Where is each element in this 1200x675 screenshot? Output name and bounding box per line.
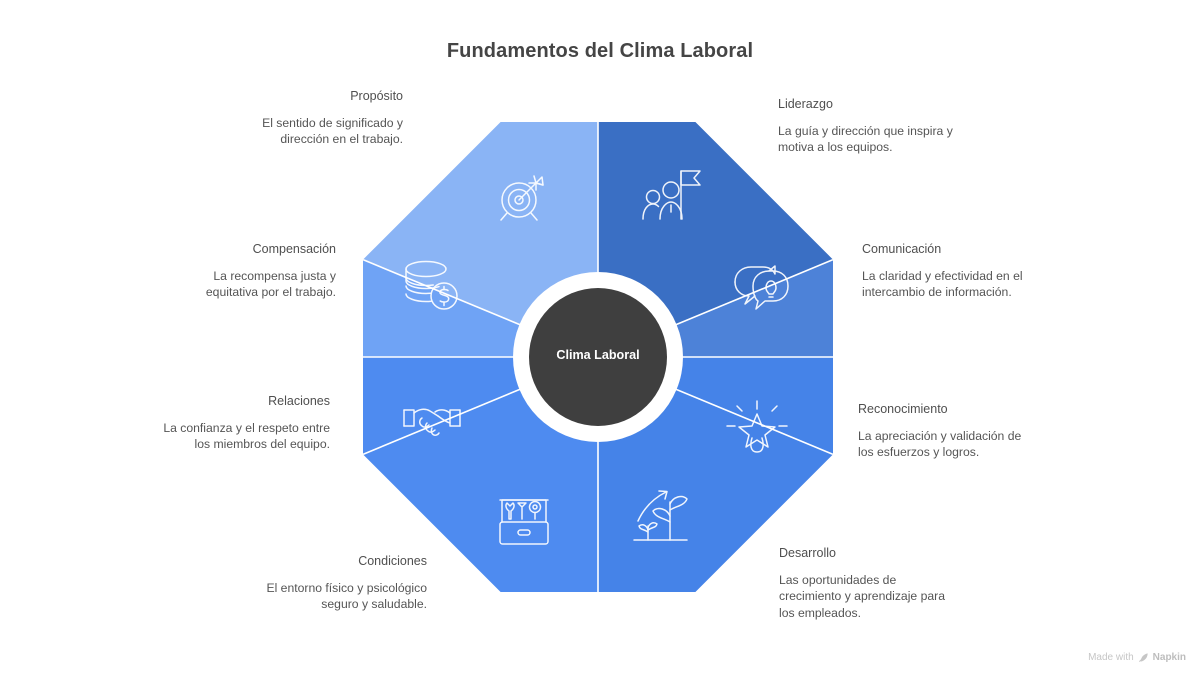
segment-reconocimiento[interactable] <box>598 357 1018 480</box>
segment-compensacion[interactable] <box>178 234 598 357</box>
label-desc-desarrollo: Las oportunidades de crecimiento y apren… <box>779 573 945 620</box>
label-desc-compensacion: La recompensa justa y equitativa por el … <box>205 269 336 300</box>
watermark-prefix: Made with <box>1088 652 1134 663</box>
label-desc-liderazgo: La guía y dirección que inspira y motiva… <box>778 124 953 155</box>
speech-bubbles-idea-icon <box>734 265 789 310</box>
label-desc-reconocimiento: La apreciación y validación de los esfue… <box>858 429 1022 460</box>
label-desc-condiciones: El entorno físico y psicológico seguro y… <box>266 581 427 612</box>
label-reconocimiento[interactable]: Reconocimiento La apreciación y validaci… <box>858 401 1033 461</box>
segment-comunicacion[interactable] <box>598 234 1018 357</box>
label-title-proposito: Propósito <box>350 89 403 103</box>
leader-flag-icon <box>642 170 701 220</box>
label-proposito[interactable]: Propósito El sentido de significado y di… <box>228 88 403 148</box>
label-title-reconocimiento: Reconocimiento <box>858 402 948 416</box>
center-circle[interactable] <box>529 288 667 426</box>
label-desc-comunicacion: La claridad y efectividad en el intercam… <box>862 269 1023 300</box>
label-compensacion[interactable]: Compensación La recompensa justa y equit… <box>161 241 336 301</box>
label-relaciones[interactable]: Relaciones La confianza y el respeto ent… <box>155 393 330 453</box>
label-title-comunicacion: Comunicación <box>862 242 942 256</box>
label-title-compensacion: Compensación <box>252 242 336 256</box>
toolbox-icon <box>499 499 549 545</box>
label-title-relaciones: Relaciones <box>268 394 330 408</box>
label-title-liderazgo: Liderazgo <box>778 97 833 111</box>
napkin-watermark[interactable]: Made with Napkin <box>1088 652 1186 663</box>
napkin-leaf-icon <box>1138 652 1149 663</box>
handshake-icon <box>403 408 461 436</box>
segment-relaciones[interactable] <box>178 357 598 480</box>
label-desc-proposito: El sentido de significado y dirección en… <box>262 116 403 147</box>
label-liderazgo[interactable]: Liderazgo La guía y dirección que inspir… <box>778 96 953 156</box>
sparkle-star-icon <box>726 400 788 453</box>
watermark-brand: Napkin <box>1152 652 1186 663</box>
label-desc-relaciones: La confianza y el respeto entre los miem… <box>163 421 330 452</box>
coins-dollar-icon <box>405 260 458 310</box>
page-title: Fundamentos del Clima Laboral <box>446 40 754 62</box>
label-desarrollo[interactable]: Desarrollo Las oportunidades de crecimie… <box>779 545 954 621</box>
target-arrow-icon <box>500 175 544 221</box>
label-comunicacion[interactable]: Comunicación La claridad y efectividad e… <box>862 241 1037 301</box>
growing-plant-arrow-icon <box>633 490 688 541</box>
label-title-condiciones: Condiciones <box>358 554 427 568</box>
label-condiciones[interactable]: Condiciones El entorno físico y psicológ… <box>252 553 427 613</box>
label-title-desarrollo: Desarrollo <box>779 546 836 560</box>
